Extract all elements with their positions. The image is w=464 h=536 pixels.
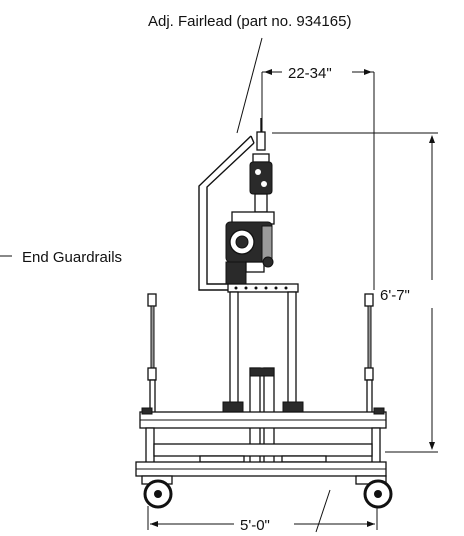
end-guardrail-right — [364, 293, 374, 415]
crossbar — [227, 283, 299, 293]
end-guardrails-label: End Guardrails — [22, 249, 122, 266]
width-range-label: 22-34" — [288, 65, 332, 82]
wheel-left — [143, 479, 173, 509]
height-dimension — [272, 132, 438, 453]
width-range-dimension — [261, 69, 375, 290]
fairlead-leader-line — [236, 37, 263, 134]
base-width-label: 5'-0" — [240, 517, 270, 534]
base-width-dimension — [147, 506, 378, 530]
wheel-right — [363, 479, 393, 509]
base-leader-line — [315, 489, 331, 533]
fairlead-label: Adj. Fairlead (part no. 934165) — [148, 13, 351, 30]
winch-assembly — [225, 211, 275, 285]
end-guardrail-left — [147, 293, 157, 415]
base-cart — [135, 461, 387, 485]
center-legs — [222, 291, 304, 471]
deck — [139, 407, 387, 465]
mast — [249, 118, 273, 213]
height-label: 6'-7" — [380, 287, 410, 304]
fairlead-frame — [198, 135, 255, 291]
